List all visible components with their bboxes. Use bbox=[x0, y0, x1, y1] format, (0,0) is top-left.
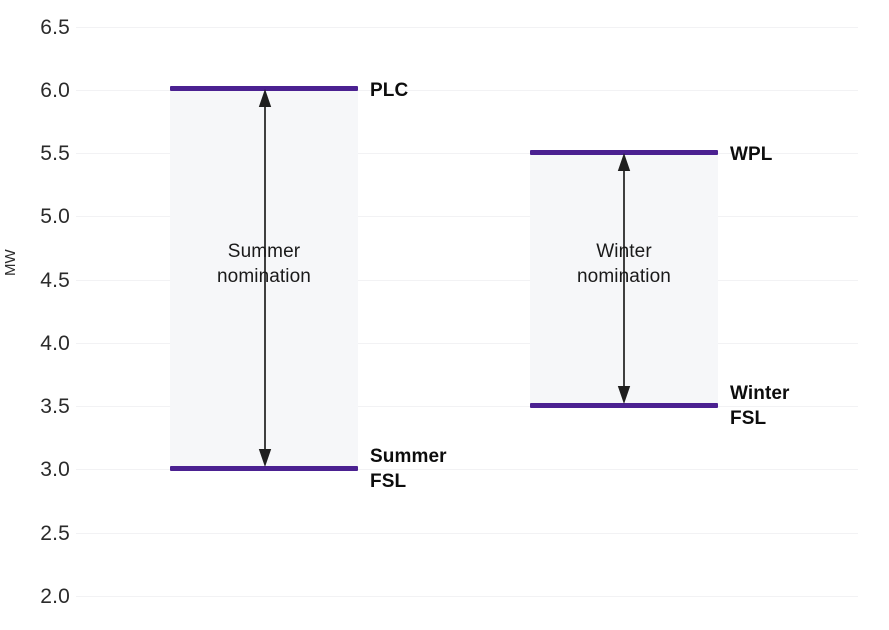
winter-nomination-arrow bbox=[617, 153, 631, 404]
ytick-label-6-5: 6.5 bbox=[40, 16, 70, 39]
ytick-label-6-0: 6.0 bbox=[40, 79, 70, 102]
summer-band-fill bbox=[170, 90, 358, 469]
y-axis-title: MW bbox=[2, 249, 19, 276]
gridline-6-5 bbox=[76, 27, 858, 28]
summer-fsl-level-line bbox=[170, 466, 358, 471]
gridline-2-5 bbox=[76, 533, 858, 534]
ytick-label-5-5: 5.5 bbox=[40, 142, 70, 165]
ytick-label-4-0: 4.0 bbox=[40, 332, 70, 355]
plc-label: PLC bbox=[370, 80, 409, 101]
gridline-5-5 bbox=[76, 153, 858, 154]
wpl-level-line bbox=[530, 150, 718, 155]
gridline-4-0 bbox=[76, 343, 858, 344]
winter-nomination-label: Winter nomination bbox=[577, 241, 671, 287]
ytick-label-3-0: 3.0 bbox=[40, 458, 70, 481]
ytick-label-2-5: 2.5 bbox=[40, 522, 70, 545]
gridline-4-5 bbox=[76, 280, 858, 281]
gridline-3-0 bbox=[76, 469, 858, 470]
wpl-label: WPL bbox=[730, 144, 773, 165]
ytick-label-3-5: 3.5 bbox=[40, 395, 70, 418]
gridline-2-0 bbox=[76, 596, 858, 597]
gridline-6-0 bbox=[76, 90, 858, 91]
ytick-label-5-0: 5.0 bbox=[40, 205, 70, 228]
gridline-5-0 bbox=[76, 216, 858, 217]
summer-fsl-label: Summer FSL bbox=[370, 446, 447, 493]
plc-level-line bbox=[170, 86, 358, 91]
ytick-label-4-5: 4.5 bbox=[40, 269, 70, 292]
summer-nomination-label: Summer nomination bbox=[217, 241, 311, 287]
winter-fsl-level-line bbox=[530, 403, 718, 408]
winter-fsl-label: Winter FSL bbox=[730, 383, 790, 430]
ytick-label-2-0: 2.0 bbox=[40, 585, 70, 608]
gridline-3-5 bbox=[76, 406, 858, 407]
summer-nomination-arrow bbox=[258, 89, 272, 467]
